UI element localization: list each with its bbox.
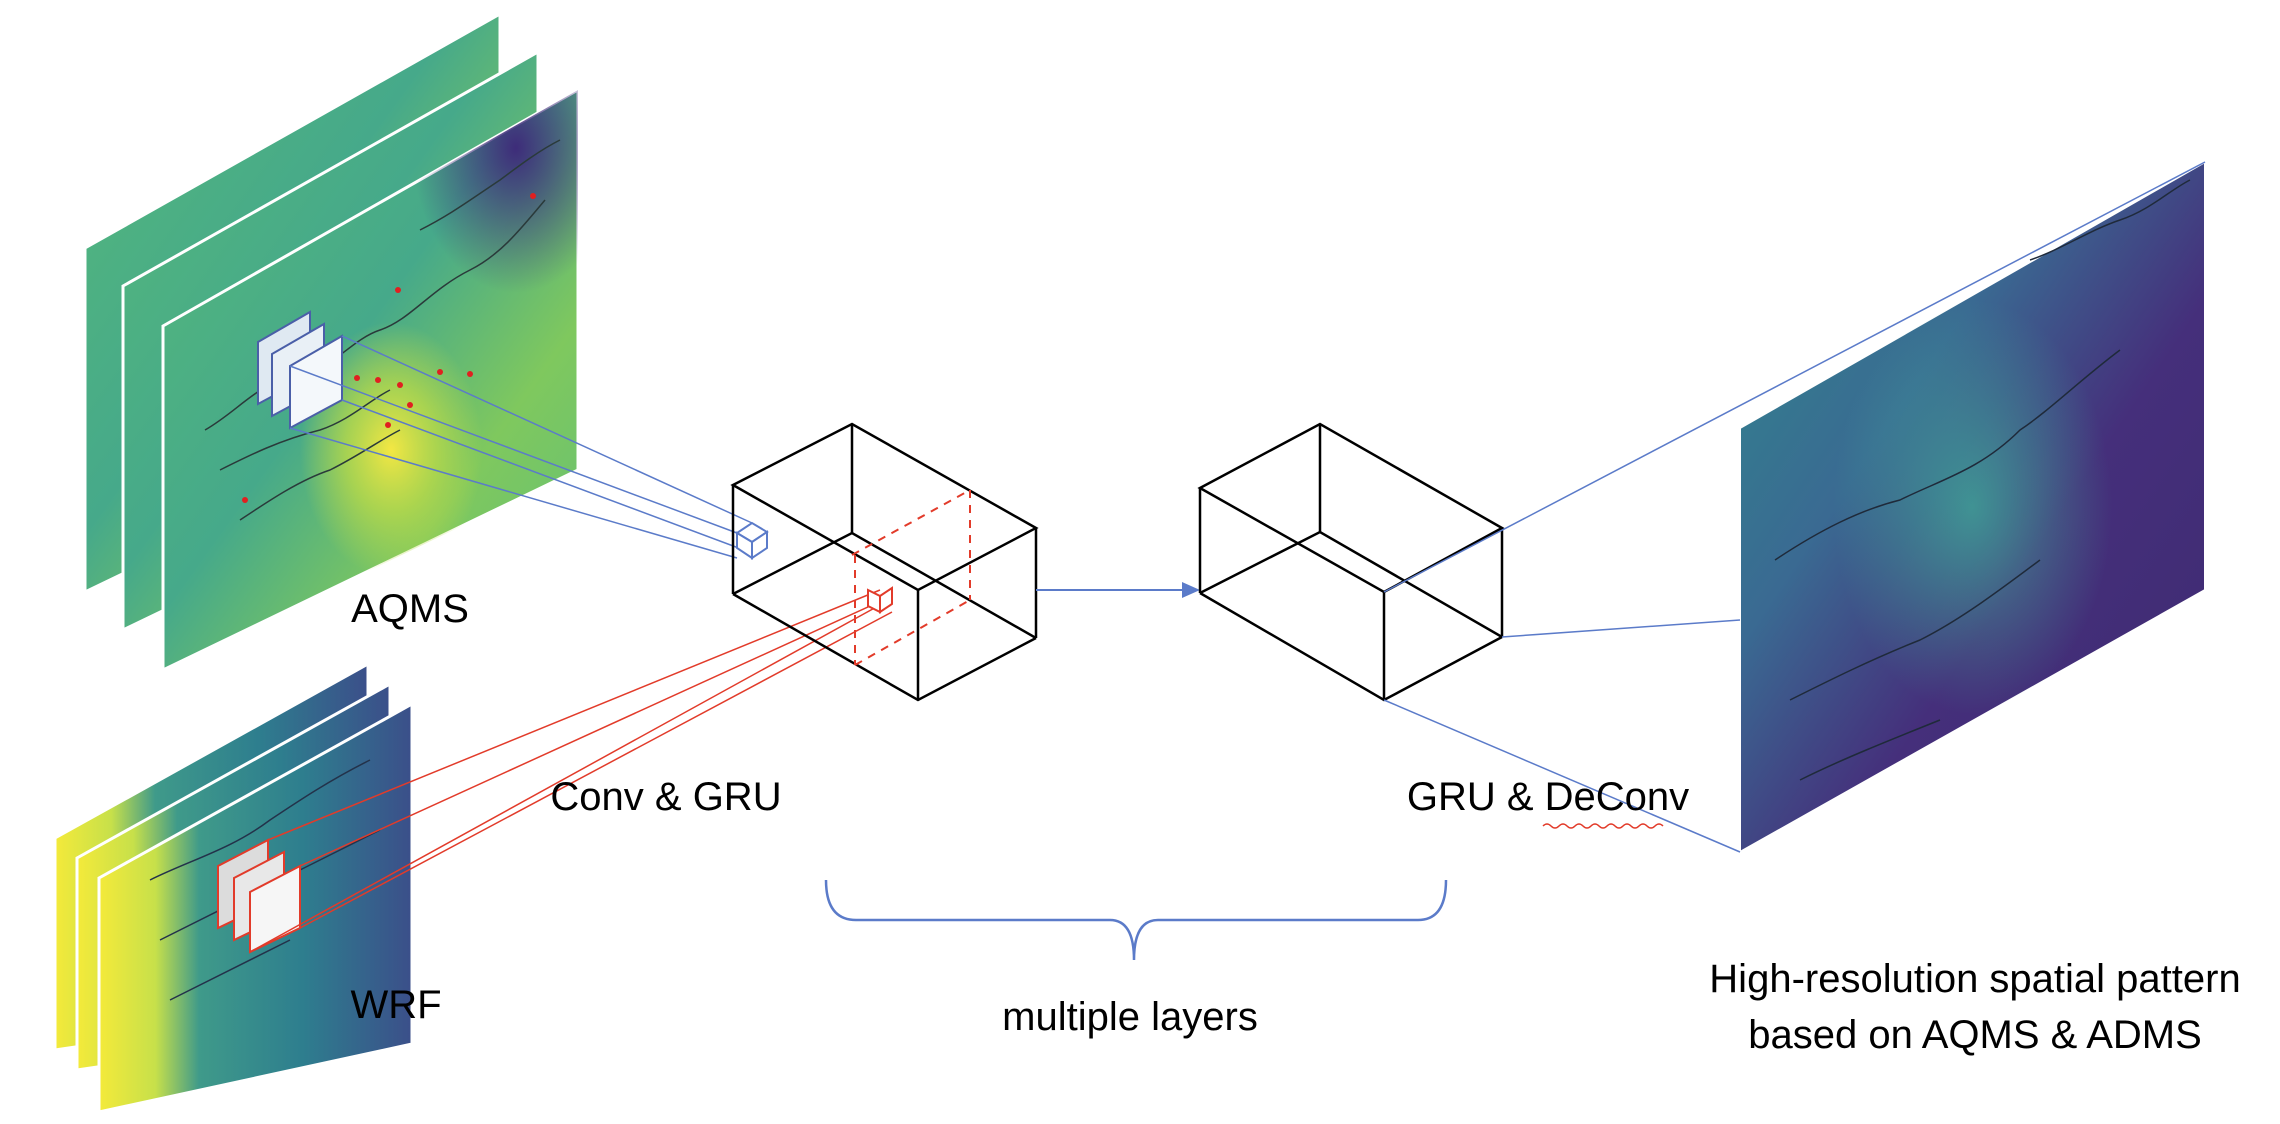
aqms-coastline (204, 139, 561, 521)
spellcheck-squiggle (1542, 823, 1664, 829)
conv-gru-block (730, 422, 1039, 702)
multiple-layers-label: multiple layers (1002, 995, 1258, 1039)
output-label-line1: High-resolution spatial pattern (1709, 957, 2240, 1001)
output-label-line2: based on AQMS & ADMS (1748, 1013, 2202, 1057)
gru-deconv-label: GRU & DeConv (1407, 775, 1689, 819)
aqms-patch-stack (257, 310, 343, 430)
multiple-layers-brace (824, 879, 1448, 961)
wrf-patch-stack (217, 838, 301, 954)
conv-gru-label: Conv & GRU (550, 775, 781, 819)
wrf-label: WRF (350, 983, 441, 1027)
output-map (1739, 160, 2206, 854)
conv-gru-dashed-slice (851, 489, 971, 666)
aqms-label: AQMS (351, 587, 469, 631)
output-projection-lines (1383, 161, 2206, 853)
wrf-connector-lines (249, 589, 893, 953)
wrf-target-cell (867, 586, 893, 614)
gru-deconv-block (1197, 422, 1505, 702)
aqms-map-stack (83, 11, 580, 673)
aqms-map-hotspot (163, 90, 578, 670)
aqms-connector-lines (289, 335, 753, 559)
aqms-station-dots (242, 193, 536, 503)
output-coastline (1774, 179, 2191, 781)
wrf-map-stack (53, 661, 414, 1114)
flow-arrow (1036, 582, 1200, 598)
aqms-target-cell (735, 521, 769, 560)
